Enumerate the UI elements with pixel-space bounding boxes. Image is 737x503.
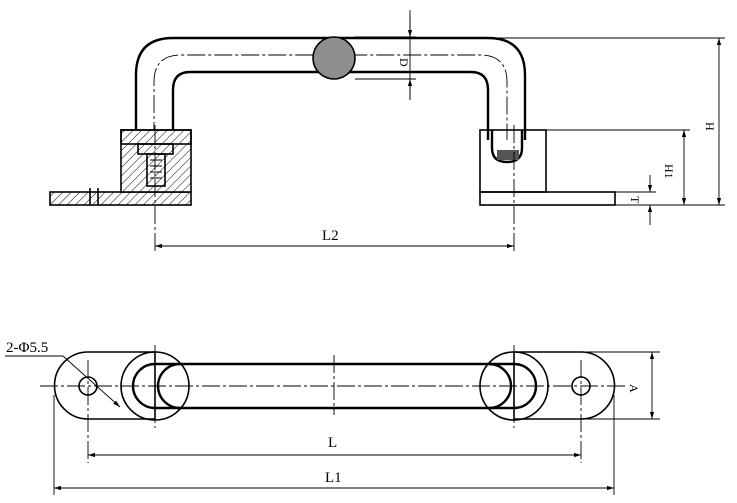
l-label: L bbox=[328, 435, 337, 451]
hole-callout-leader bbox=[62, 355, 121, 408]
top-view: 2-Φ5.5 A L L1 bbox=[5, 340, 660, 495]
right-plan-base bbox=[513, 351, 616, 420]
tube-section-d bbox=[312, 36, 356, 80]
left-plan-base bbox=[53, 351, 156, 420]
l2-label: L2 bbox=[322, 228, 339, 244]
left-screw bbox=[146, 153, 166, 187]
l1-label: L1 bbox=[325, 470, 342, 486]
hole-callout-label: 2-Φ5.5 bbox=[6, 340, 48, 356]
right-boss bbox=[479, 129, 547, 193]
h1-label: H1 bbox=[662, 164, 676, 179]
handle-tube-inner bbox=[171, 70, 490, 140]
a-label: A bbox=[627, 384, 641, 393]
left-base-plate bbox=[49, 191, 192, 206]
left-boss-section bbox=[120, 129, 192, 193]
front-view: D L2 bbox=[49, 10, 725, 252]
right-tube-end-shade bbox=[497, 150, 519, 160]
right-base-plate bbox=[479, 191, 616, 206]
t-label: T bbox=[628, 196, 642, 204]
h-label: H bbox=[703, 122, 717, 131]
d-label: D bbox=[397, 58, 411, 67]
right-tube-end bbox=[490, 130, 524, 164]
